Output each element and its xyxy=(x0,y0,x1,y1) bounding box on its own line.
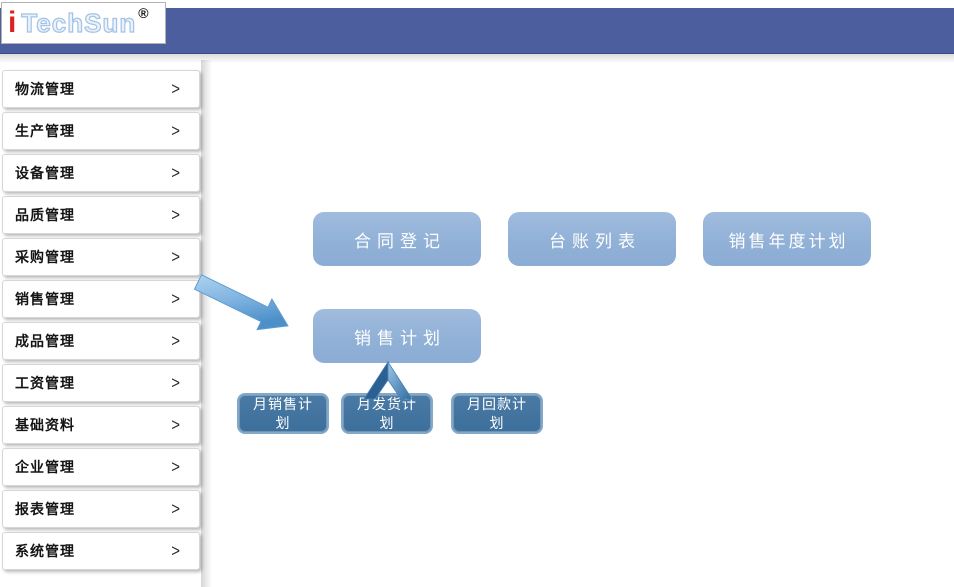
sidebar-item-label: 销售管理 xyxy=(15,291,75,307)
logo: i TechSun ® xyxy=(1,2,166,44)
chevron-right-icon: > xyxy=(171,163,180,183)
sidebar-item-base-data[interactable]: 基础资料 > xyxy=(2,406,200,444)
sidebar-item-finished-goods[interactable]: 成品管理 > xyxy=(2,322,200,360)
sidebar: 物流管理 > 生产管理 > 设备管理 > 品质管理 > 采购管理 > 销售管理 … xyxy=(2,70,200,574)
sidebar-item-payroll[interactable]: 工资管理 > xyxy=(2,364,200,402)
banner-shadow xyxy=(0,54,954,63)
chevron-right-icon: > xyxy=(171,499,180,519)
sales-plan-button[interactable]: 销售计划 xyxy=(313,309,481,363)
annual-sales-plan-button[interactable]: 销售年度计划 xyxy=(703,212,871,266)
contract-registration-button[interactable]: 合同登记 xyxy=(313,212,481,266)
sidebar-item-logistics[interactable]: 物流管理 > xyxy=(2,70,200,108)
chevron-right-icon: > xyxy=(171,541,180,561)
chevron-right-icon: > xyxy=(171,289,180,309)
sidebar-item-quality[interactable]: 品质管理 > xyxy=(2,196,200,234)
sidebar-item-purchasing[interactable]: 采购管理 > xyxy=(2,238,200,276)
chevron-right-icon: > xyxy=(171,247,180,267)
sidebar-item-label: 报表管理 xyxy=(15,501,75,517)
sidebar-item-label: 工资管理 xyxy=(15,375,75,391)
sidebar-item-label: 系统管理 xyxy=(15,543,75,559)
ledger-list-button[interactable]: 台账列表 xyxy=(508,212,676,266)
sidebar-item-production[interactable]: 生产管理 > xyxy=(2,112,200,150)
logo-brand-text: TechSun xyxy=(21,7,137,38)
sidebar-item-system[interactable]: 系统管理 > xyxy=(2,532,200,570)
sidebar-item-enterprise[interactable]: 企业管理 > xyxy=(2,448,200,486)
chevron-right-icon: > xyxy=(171,373,180,393)
chevron-right-icon: > xyxy=(171,331,180,351)
sidebar-item-label: 企业管理 xyxy=(15,459,75,475)
sidebar-item-label: 成品管理 xyxy=(15,333,75,349)
sidebar-item-label: 物流管理 xyxy=(15,81,75,97)
monthly-sales-plan-button[interactable]: 月销售计划 xyxy=(237,393,329,434)
registered-trademark-icon: ® xyxy=(138,5,149,21)
sidebar-item-equipment[interactable]: 设备管理 > xyxy=(2,154,200,192)
chevron-right-icon: > xyxy=(171,415,180,435)
chevron-right-icon: > xyxy=(171,121,180,141)
sidebar-item-sales[interactable]: 销售管理 > xyxy=(2,280,200,318)
sidebar-item-label: 生产管理 xyxy=(15,123,75,139)
chevron-right-icon: > xyxy=(171,79,180,99)
sidebar-item-label: 基础资料 xyxy=(15,417,75,433)
chevron-right-icon: > xyxy=(171,205,180,225)
sidebar-item-reports[interactable]: 报表管理 > xyxy=(2,490,200,528)
logo-i-mark: i xyxy=(8,6,17,39)
monthly-shipment-plan-button[interactable]: 月发货计划 xyxy=(341,393,433,434)
chevron-right-icon: > xyxy=(171,457,180,477)
sidebar-item-label: 采购管理 xyxy=(15,249,75,265)
monthly-collection-plan-button[interactable]: 月回款计划 xyxy=(451,393,543,434)
sidebar-shadow xyxy=(201,60,212,587)
sidebar-item-label: 品质管理 xyxy=(15,207,75,223)
sidebar-item-label: 设备管理 xyxy=(15,165,75,181)
